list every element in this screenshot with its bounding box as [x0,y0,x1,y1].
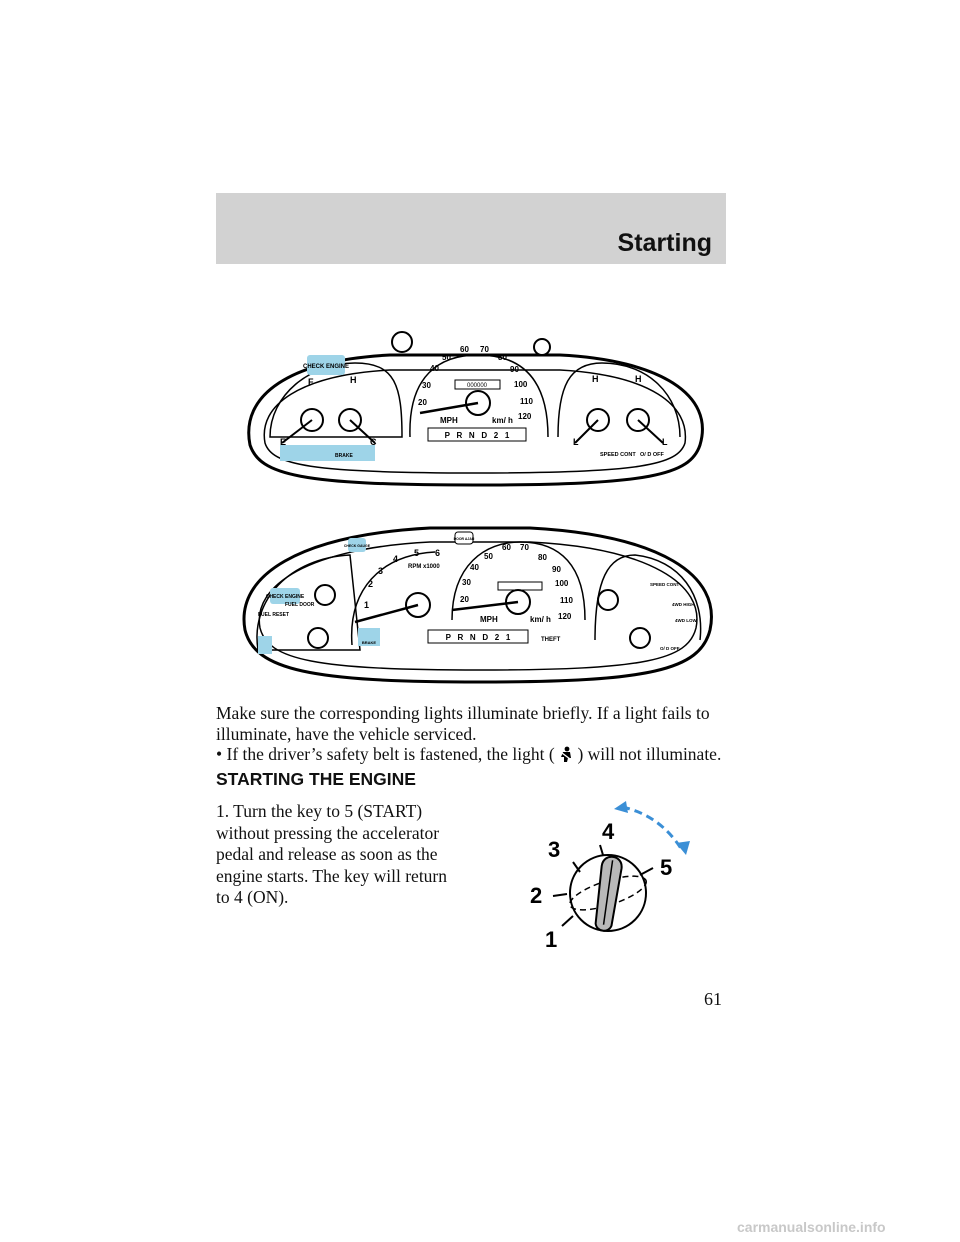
speed-70: 70 [480,345,489,354]
odometer [454,379,501,390]
section-title: Starting [617,229,712,257]
svg-text:P R N D 2 1: P R N D 2 1 [446,633,511,642]
warning-light-strip [280,445,375,461]
brake-light [358,628,380,646]
svg-text:4WD LOW: 4WD LOW [675,618,697,623]
instrument-cluster-bottom: CHECK ENGINE FUEL RESET FUEL DOOR CHECK … [242,526,713,684]
svg-text:L: L [662,437,668,447]
svg-text:60: 60 [502,543,511,552]
speed-30: 30 [422,381,431,390]
right-knob [533,338,551,356]
speed-cont-label: SPEED CONT [600,452,636,458]
svg-text:2: 2 [368,579,373,589]
safety-belt-icon [561,746,572,762]
position-4: 4 [602,819,615,844]
prnd-indicator [427,427,527,442]
speed-90: 90 [510,365,519,374]
svg-text:100: 100 [555,579,569,588]
svg-text:110: 110 [560,596,573,605]
bullet-text-pre: If the driver’s safety belt is fastened,… [226,744,555,764]
position-1: 1 [545,927,557,952]
intro-paragraph: Make sure the corresponding lights illum… [216,703,710,744]
speedometer: 000000 20 30 40 50 60 70 80 90 100 110 1… [409,345,549,442]
left-fuel-temp-pod: CHECK ENGINE FUEL RESET FUEL DOOR [256,554,361,654]
kmh-label: km/ h [492,416,513,425]
speed-40: 40 [430,364,439,373]
svg-text:70: 70 [520,543,529,552]
svg-text:1: 1 [364,600,369,610]
svg-text:km/ h: km/ h [530,615,551,624]
svg-text:CHECK ENGINE: CHECK ENGINE [266,594,305,600]
svg-text:FUEL RESET: FUEL RESET [258,612,289,618]
speed-80: 80 [498,353,507,362]
speedometer: 20 30 40 50 60 70 80 90 100 110 120 MPH … [427,541,586,644]
speed-20: 20 [418,398,427,407]
svg-text:40: 40 [470,563,479,572]
svg-text:L: L [573,437,579,447]
fuel-temp-pod: CHECK ENGINE F H BRAKE E C [269,355,403,461]
temp-h: H [350,375,357,385]
svg-text:H: H [635,374,642,384]
mph-label: MPH [440,416,458,425]
od-off-label: O/ D OFF [640,452,664,458]
position-5: 5 [660,855,672,880]
temp-c: C [370,437,377,447]
svg-text:80: 80 [538,553,547,562]
instrument-cluster-top: CHECK ENGINE F H BRAKE E C 000000 20 30 … [247,331,704,487]
svg-text:P R N D 2 1: P R N D 2 1 [445,431,510,440]
svg-text:FUEL DOOR: FUEL DOOR [285,602,315,608]
svg-text:120: 120 [558,612,572,621]
fuel-e: E [280,437,286,447]
position-2: 2 [530,883,542,908]
svg-text:MPH: MPH [480,615,498,624]
speed-60: 60 [460,345,469,354]
svg-text:50: 50 [484,552,493,561]
svg-text:20: 20 [460,595,469,604]
watermark: carmanualsonline.info [737,1219,886,1235]
speed-100: 100 [514,380,528,389]
svg-text:O/ D OFF: O/ D OFF [660,646,680,651]
header-band: Starting [216,193,726,264]
position-3: 3 [548,837,560,862]
svg-text:SPEED CONT: SPEED CONT [650,582,680,587]
safety-belt-bullet: • If the driver’s safety belt is fastene… [216,744,736,765]
svg-text:CHECK GAUGE: CHECK GAUGE [344,544,371,548]
check-engine-light [270,588,300,604]
bullet-mark: • [216,744,223,764]
bullet-text-post: ) will not illuminate. [577,744,722,764]
svg-text:3: 3 [378,566,383,576]
svg-text:5: 5 [414,548,419,558]
svg-text:THEFT: THEFT [541,637,561,643]
svg-text:90: 90 [552,565,561,574]
svg-text:30: 30 [462,578,471,587]
check-gauge-light [348,538,366,552]
oil-volt-pod: H H L L SPEED CONT O/ D OFF [557,362,681,458]
right-oil-volt-pod: SPEED CONT 4WD HIGH 4WD LOW O/ D OFF [594,554,702,651]
svg-text:RPM x1000: RPM x1000 [408,564,440,570]
svg-text:H: H [592,374,599,384]
speed-50: 50 [442,353,451,362]
check-engine-label: CHECK ENGINE [303,364,349,370]
fuel-f: F [308,377,314,387]
step-1: 1. Turn the key to 5 (START) without pre… [216,801,448,907]
page-number: 61 [704,989,722,1009]
check-engine-light [307,355,345,375]
svg-text:4: 4 [393,554,398,564]
svg-text:4WD HIGH: 4WD HIGH [672,602,695,607]
speed-120: 120 [518,412,532,421]
brake-label: BRAKE [335,453,353,459]
svg-text:BRAKE: BRAKE [362,640,377,645]
speed-110: 110 [520,397,533,406]
left-knob [391,331,413,353]
svg-text:DOOR AJAR: DOOR AJAR [454,537,475,541]
ignition-switch-diagram: 1 2 3 4 5 [530,801,690,952]
door-ajar-light [454,531,474,545]
svg-text:6: 6 [435,548,440,558]
tachometer: RPM x1000 1 2 3 4 5 6 BRAKE [350,548,440,646]
svg-text:000000: 000000 [467,383,488,389]
section-heading: STARTING THE ENGINE [216,769,416,789]
